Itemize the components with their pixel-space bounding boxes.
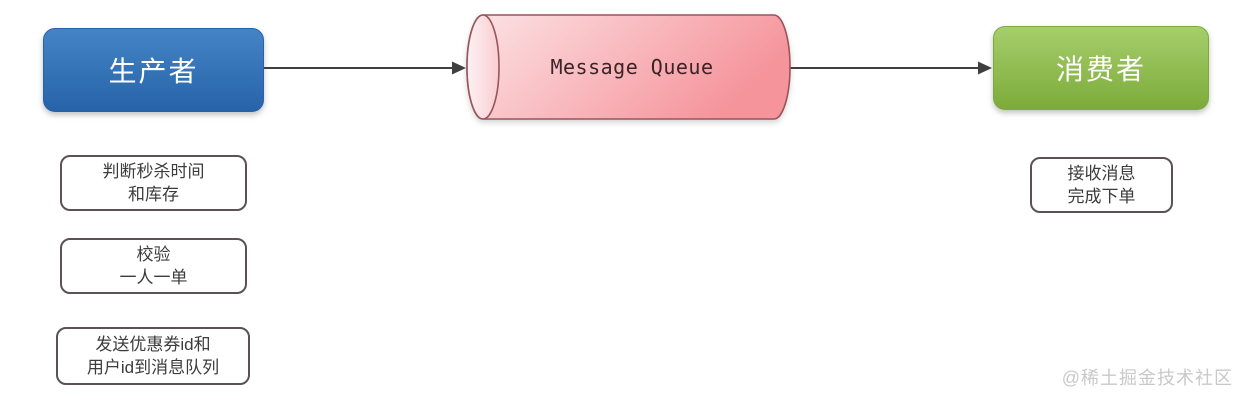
note-line: 和库存	[128, 185, 179, 204]
arrowhead-icon	[452, 61, 466, 75]
arrow-producer-to-queue	[262, 61, 466, 75]
note-line: 发送优惠券id和	[95, 335, 211, 354]
consumer-step-note: 接收消息 完成下单	[1030, 157, 1173, 213]
note-line: 接收消息	[1067, 164, 1136, 183]
producer-step-note-2: 校验 一人一单	[60, 238, 247, 294]
note-line: 一人一单	[119, 268, 188, 287]
message-queue-label: Message Queue	[550, 55, 714, 79]
message-queue-label-container: Message Queue	[477, 15, 787, 119]
consumer-node: 消费者	[993, 26, 1209, 110]
cylinder-left-cap	[466, 14, 500, 120]
producer-step-note-3: 发送优惠券id和 用户id到消息队列	[56, 327, 250, 385]
message-queue-cylinder	[466, 14, 791, 120]
note-line: 完成下单	[1067, 187, 1136, 206]
producer-node: 生产者	[43, 28, 264, 112]
arrow-queue-to-consumer	[790, 61, 992, 75]
producer-step-note-1: 判断秒杀时间 和库存	[60, 155, 247, 211]
note-line: 用户id到消息队列	[86, 358, 220, 377]
consumer-label: 消费者	[1055, 54, 1146, 85]
note-line: 判断秒杀时间	[102, 162, 205, 181]
arrowhead-icon	[978, 61, 992, 75]
watermark-text: @稀土掘金技术社区	[1061, 368, 1233, 388]
producer-label: 生产者	[108, 56, 199, 87]
note-line: 校验	[136, 245, 171, 264]
